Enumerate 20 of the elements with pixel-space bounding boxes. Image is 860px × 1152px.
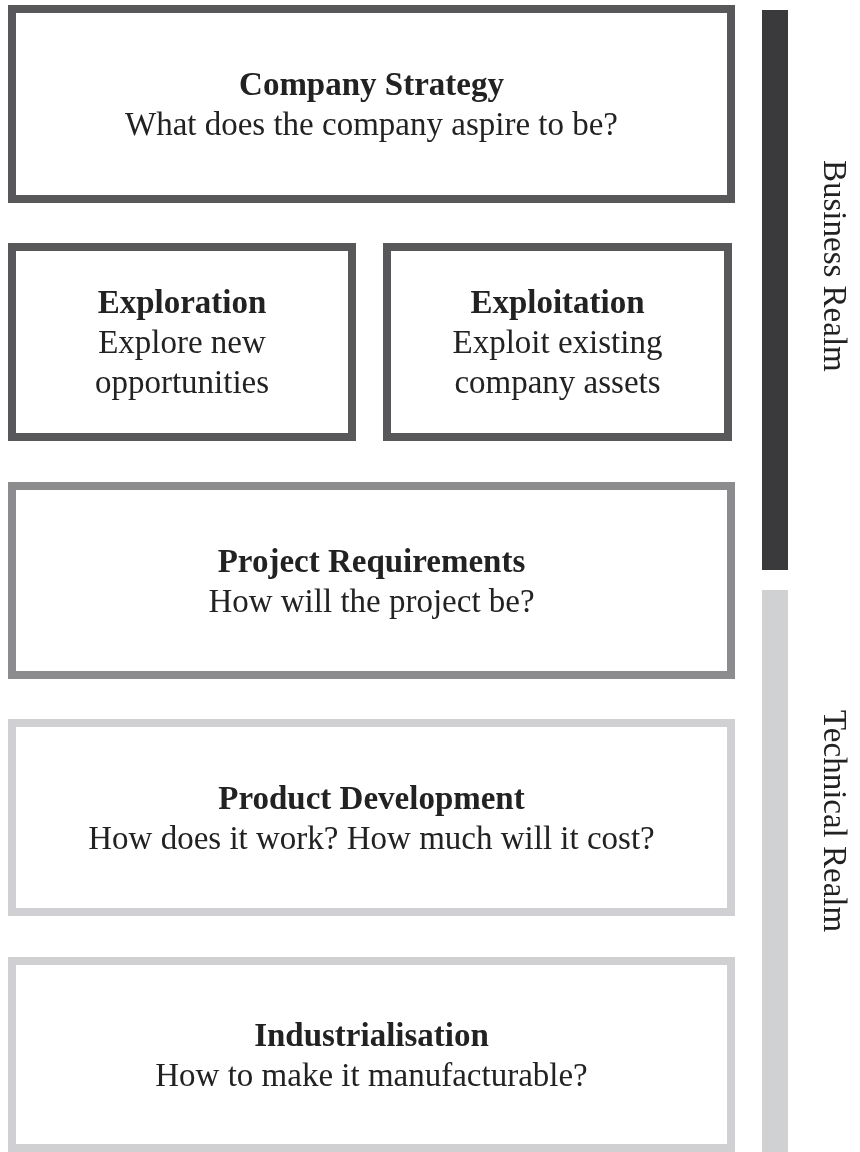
box-description: How does it work? How much will it cost? — [88, 818, 655, 858]
stage-box — [8, 482, 735, 679]
stage-box — [8, 957, 735, 1152]
box-heading: Exploitation — [469, 283, 646, 322]
realm-label: Technical Realm — [816, 710, 853, 933]
stage-box — [383, 243, 732, 441]
box-description: What does the company aspire to be? — [125, 105, 618, 144]
box-description: How will the project be? — [208, 581, 535, 621]
stage-box — [8, 719, 735, 916]
stage-box — [8, 243, 356, 441]
box-description: Explore new opportunities — [93, 323, 271, 402]
realm-label: Business Realm — [816, 160, 853, 372]
box-description: Exploit existing company assets — [451, 323, 664, 402]
box-heading: Company Strategy — [239, 65, 504, 104]
box-description: How to make it manufacturable? — [155, 1055, 588, 1095]
box-heading: Product Development — [218, 778, 525, 818]
stage-box — [8, 5, 735, 203]
box-heading: Project Requirements — [217, 541, 526, 581]
box-heading: Exploration — [96, 283, 268, 322]
box-heading: Industrialisation — [254, 1015, 489, 1055]
